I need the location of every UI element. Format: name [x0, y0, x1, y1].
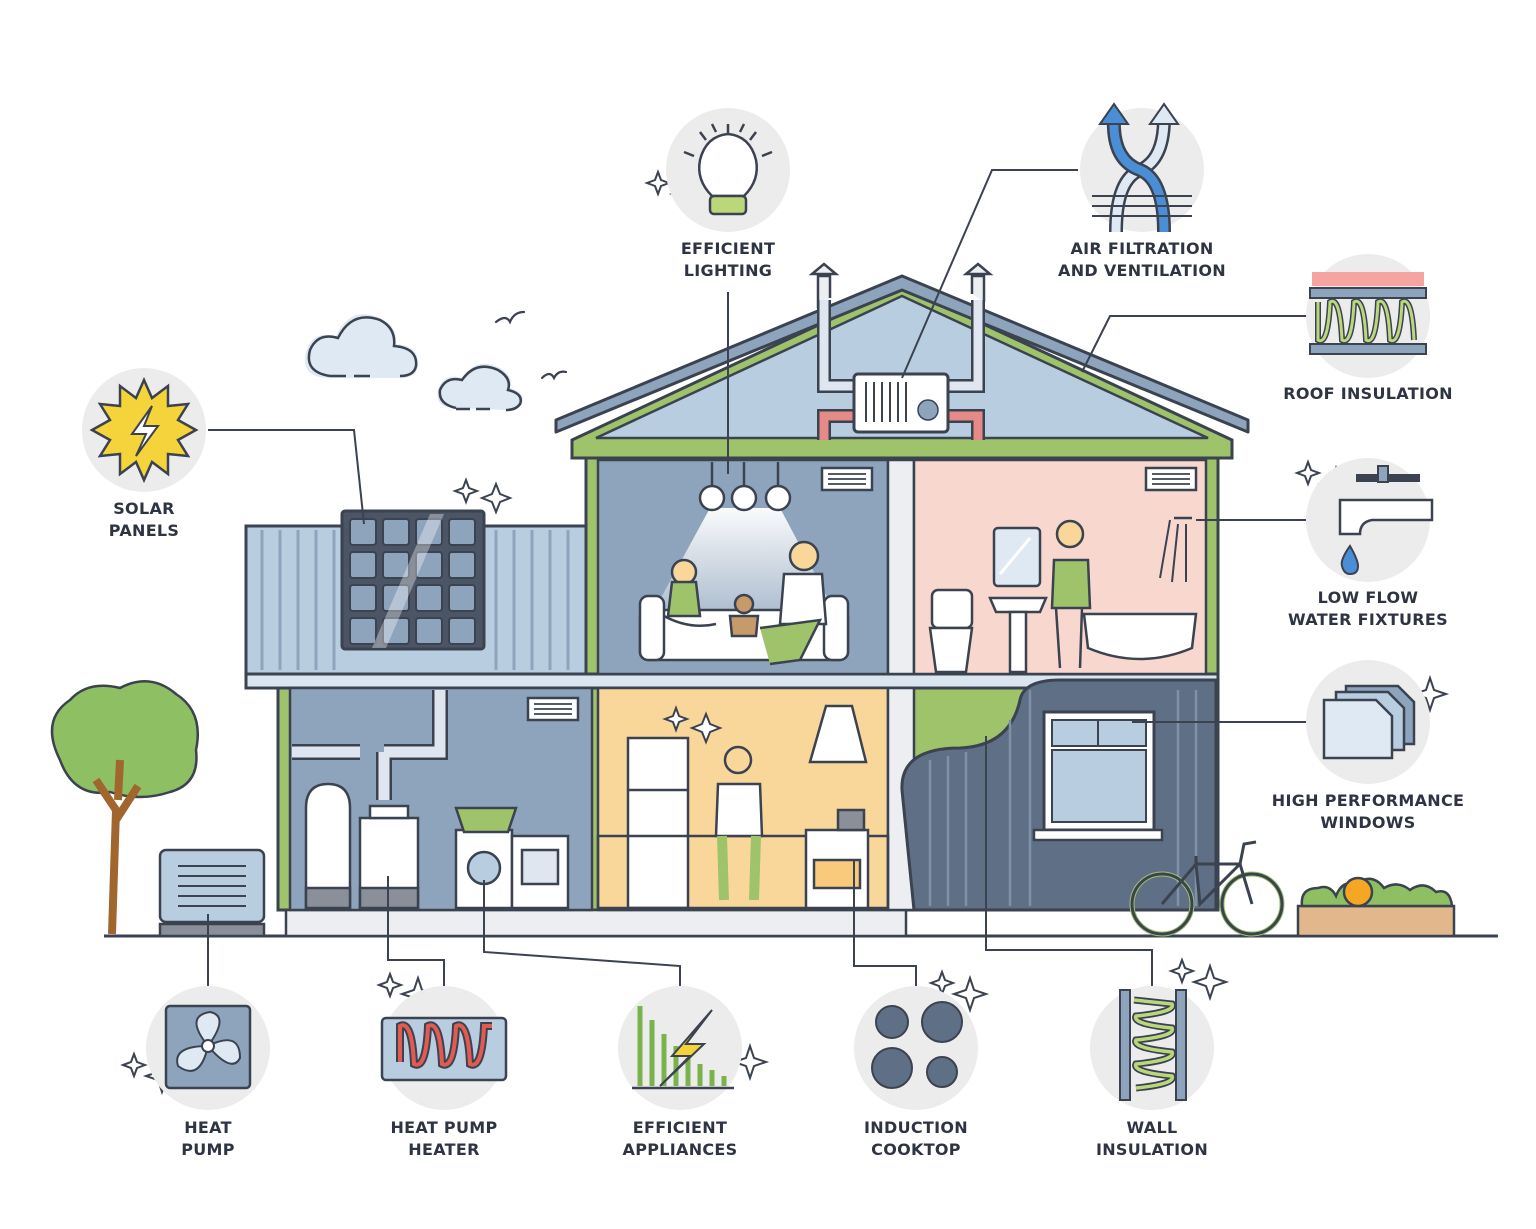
faucet-drop-icon [1306, 458, 1434, 582]
label-line: COOKTOP [871, 1140, 961, 1159]
solar-panels-label: SOLAR PANELS [109, 498, 179, 542]
family-on-sofa [638, 540, 850, 666]
label-line: LOW FLOW [1317, 588, 1419, 607]
high-performance-windows-label: HIGH PERFORMANCE WINDOWS [1272, 790, 1464, 834]
bicycle [1129, 840, 1285, 937]
label-line: ROOF INSULATION [1283, 384, 1453, 403]
label-line: WINDOWS [1320, 813, 1416, 832]
house-base [284, 908, 908, 938]
ventilation-unit [817, 300, 985, 440]
label-line: LIGHTING [683, 261, 773, 280]
sun-bolt-icon [82, 368, 206, 492]
window-panes-icon [1306, 660, 1430, 784]
clouds [305, 314, 523, 412]
label-line: WALL [1126, 1118, 1178, 1137]
label-line: INSULATION [1095, 1140, 1209, 1159]
label-line: PUMP [181, 1140, 235, 1159]
label-line: EFFICIENT [680, 239, 776, 258]
label-line: EFFICIENT [632, 1118, 728, 1137]
kitchen-contents [596, 704, 890, 910]
label-line: HEAT [184, 1118, 232, 1137]
air-filtration-label: AIR FILTRATION AND VENTILATION [1058, 238, 1226, 282]
insulation-layer-icon [1306, 254, 1430, 378]
label-line: SOLAR [113, 499, 175, 518]
label-line: AND VENTILATION [1058, 261, 1226, 280]
heating-coil-icon [380, 986, 508, 1110]
crossing-arrows-icon [1080, 102, 1204, 233]
wall-section [900, 678, 1218, 912]
label-line: INDUCTION [864, 1118, 968, 1137]
connector-lines [207, 169, 1308, 986]
wall-insulation-label: WALL INSULATION [1096, 1117, 1208, 1161]
wall-vents [526, 466, 1198, 722]
label-line: APPLIANCES [622, 1140, 738, 1159]
bathroom-fixtures [928, 516, 1198, 674]
roof-insulation-label: ROOF INSULATION [1283, 383, 1453, 405]
garden-bed [1296, 876, 1456, 938]
energy-bars-bolt-icon [618, 986, 742, 1110]
efficient-lighting-label: EFFICIENT LIGHTING [681, 238, 775, 282]
induction-cooktop-label: INDUCTION COOKTOP [864, 1117, 968, 1161]
heat-pump-label: HEAT PUMP [181, 1117, 235, 1161]
upper-hall [886, 458, 916, 676]
fan-icon [146, 986, 270, 1110]
label-line: AIR FILTRATION [1070, 239, 1214, 258]
roof [554, 274, 1250, 460]
tree [50, 680, 200, 935]
cooktop-burners-icon [854, 986, 978, 1110]
label-line: HIGH PERFORMANCE [1271, 791, 1465, 810]
efficient-appliances-label: EFFICIENT APPLIANCES [623, 1117, 738, 1161]
heat-pump-heater-label: HEAT PUMP HEATER [390, 1117, 497, 1161]
solar-panel-array [340, 509, 486, 651]
light-bulb-icon [666, 108, 790, 232]
label-line: HEAT PUMP [390, 1118, 498, 1137]
low-flow-label: LOW FLOW WATER FIXTURES [1288, 587, 1448, 631]
label-line: PANELS [108, 521, 180, 540]
heat-pump-unit [158, 848, 266, 938]
utility-room-contents [292, 690, 570, 910]
wall-coil-icon [1090, 986, 1214, 1110]
birds [494, 310, 568, 381]
label-line: HEATER [408, 1140, 480, 1159]
label-line: WATER FIXTURES [1288, 610, 1448, 629]
